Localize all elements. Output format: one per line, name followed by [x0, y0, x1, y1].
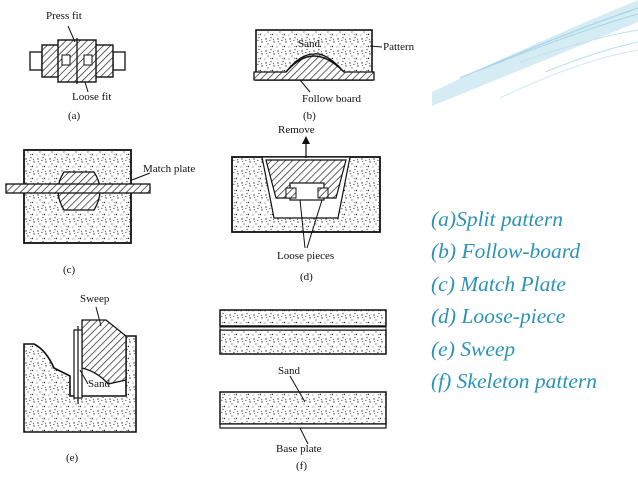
- figure-d-loose-piece: Remove Loose pieces (d): [231, 124, 381, 283]
- pattern-types-legend: (a)Split pattern (b) Follow-board (c) Ma…: [431, 203, 638, 397]
- figure-c-match-plate: Match plate (c): [5, 149, 195, 276]
- caption-f: (f): [296, 460, 307, 472]
- legend-item-f: (f) Skeleton pattern: [431, 369, 597, 394]
- label-loose-pieces: Loose pieces: [277, 250, 334, 262]
- legend-item-a: (a)Split pattern: [431, 207, 563, 231]
- label-sand-f: Sand: [278, 365, 301, 377]
- label-sand-e: Sand: [88, 378, 111, 390]
- slide-corner-decoration: [432, 0, 638, 120]
- caption-e: (e): [66, 452, 79, 464]
- label-pattern: Pattern: [383, 41, 415, 53]
- figure-b-follow-board: Sand Pattern Follow board (b): [253, 29, 415, 122]
- legend-item-e: (e) Sweep: [431, 336, 516, 361]
- label-press-fit: Press fit: [46, 10, 82, 22]
- legend-item-b: (b) Follow-board: [431, 239, 581, 264]
- label-sweep: Sweep: [80, 293, 110, 305]
- figure-e-sweep: Sweep Sand (e): [23, 293, 137, 464]
- legend-item-d: (d) Loose-piece: [431, 304, 566, 329]
- legend-item-c: (c) Match Plate: [431, 271, 566, 296]
- label-remove: Remove: [278, 124, 315, 136]
- caption-d: (d): [300, 271, 313, 283]
- label-loose-fit: Loose fit: [72, 91, 111, 103]
- caption-a: (a): [68, 110, 81, 122]
- label-base-plate: Base plate: [276, 443, 322, 455]
- figure-a-split-pattern: Press fit Loose fit (a): [29, 10, 126, 122]
- label-follow-board: Follow board: [302, 93, 361, 105]
- label-match-plate: Match plate: [143, 163, 195, 175]
- caption-c: (c): [63, 264, 76, 276]
- label-sand-b: Sand: [298, 38, 321, 50]
- figure-f-skeleton-pattern: Sand Base plate (f): [219, 309, 387, 472]
- caption-b: (b): [303, 110, 316, 122]
